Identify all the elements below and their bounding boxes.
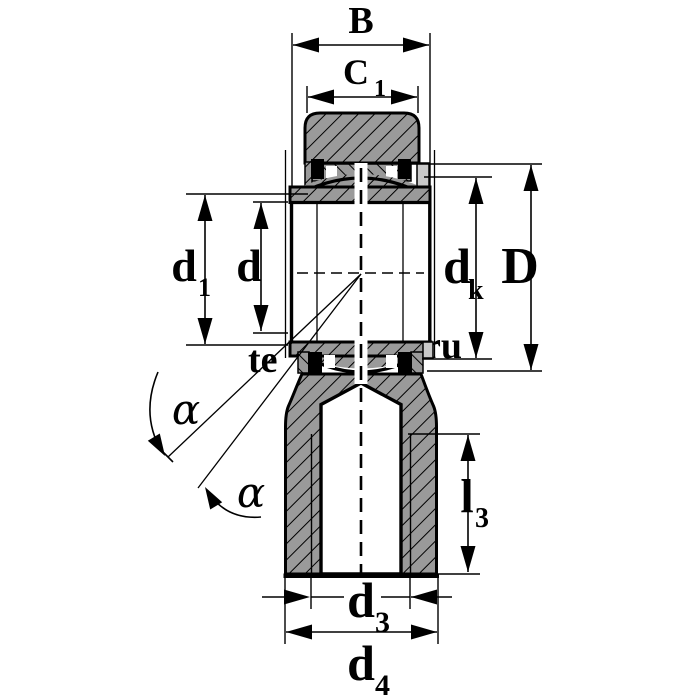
dim-label-d1-sub: 1 (198, 273, 211, 302)
dim-label-C1: C (343, 52, 369, 92)
dim-d1: d 1 (171, 193, 308, 346)
alpha-arrow-upper (147, 433, 165, 456)
washer-right-bottom (422, 341, 434, 359)
misalignment-angle-lower: α (197, 273, 362, 519)
alpha-label-lower: α (237, 468, 265, 517)
dim-label-D: D (501, 238, 539, 295)
retainer-left-top (304, 161, 313, 187)
dim-dk: d k (422, 176, 492, 360)
dim-D: D (408, 163, 542, 372)
dim-label-C1-sub: 1 (374, 76, 386, 102)
dim-B: B (291, 0, 431, 186)
dim-d3: d 3 (262, 572, 452, 639)
dim-d4: d 4 (284, 578, 439, 700)
lube-channel-bottom (354, 340, 368, 384)
retainer-right-bottom (410, 351, 424, 374)
seal-bottom-left (308, 352, 322, 373)
seal-bottom-right (398, 352, 412, 373)
dim-l3: l 3 (408, 433, 489, 575)
dim-label-l3: l (460, 470, 473, 523)
dim-label-d4: d (347, 635, 375, 691)
dim-label-l3-sub: 3 (475, 503, 489, 534)
tilt-axis-line-2 (197, 273, 362, 489)
dim-label-d3-sub: 3 (375, 606, 390, 639)
seal-top-right (398, 159, 411, 179)
dim-d: d (236, 201, 288, 334)
seal-top-left (311, 159, 324, 179)
alpha-arrow-lower (205, 487, 223, 510)
misalignment-angle-upper: α (147, 273, 362, 463)
dim-label-dk-sub: k (468, 275, 484, 306)
dim-label-d3: d (347, 572, 375, 628)
dim-label-d4-sub: 4 (375, 669, 390, 700)
washer-right-top (416, 162, 430, 188)
watermark-fragment-left: te (248, 339, 278, 381)
tilt-axis-line-1 (167, 273, 362, 458)
housing-top-block (303, 111, 421, 165)
alpha-label-upper: α (172, 385, 200, 434)
dim-label-d1: d (171, 240, 197, 291)
dim-label-B: B (348, 0, 373, 42)
dim-label-dk: d (443, 238, 471, 294)
dim-C1: C 1 (306, 52, 419, 113)
dim-label-d: d (236, 240, 262, 291)
lube-channel-top (354, 163, 368, 205)
